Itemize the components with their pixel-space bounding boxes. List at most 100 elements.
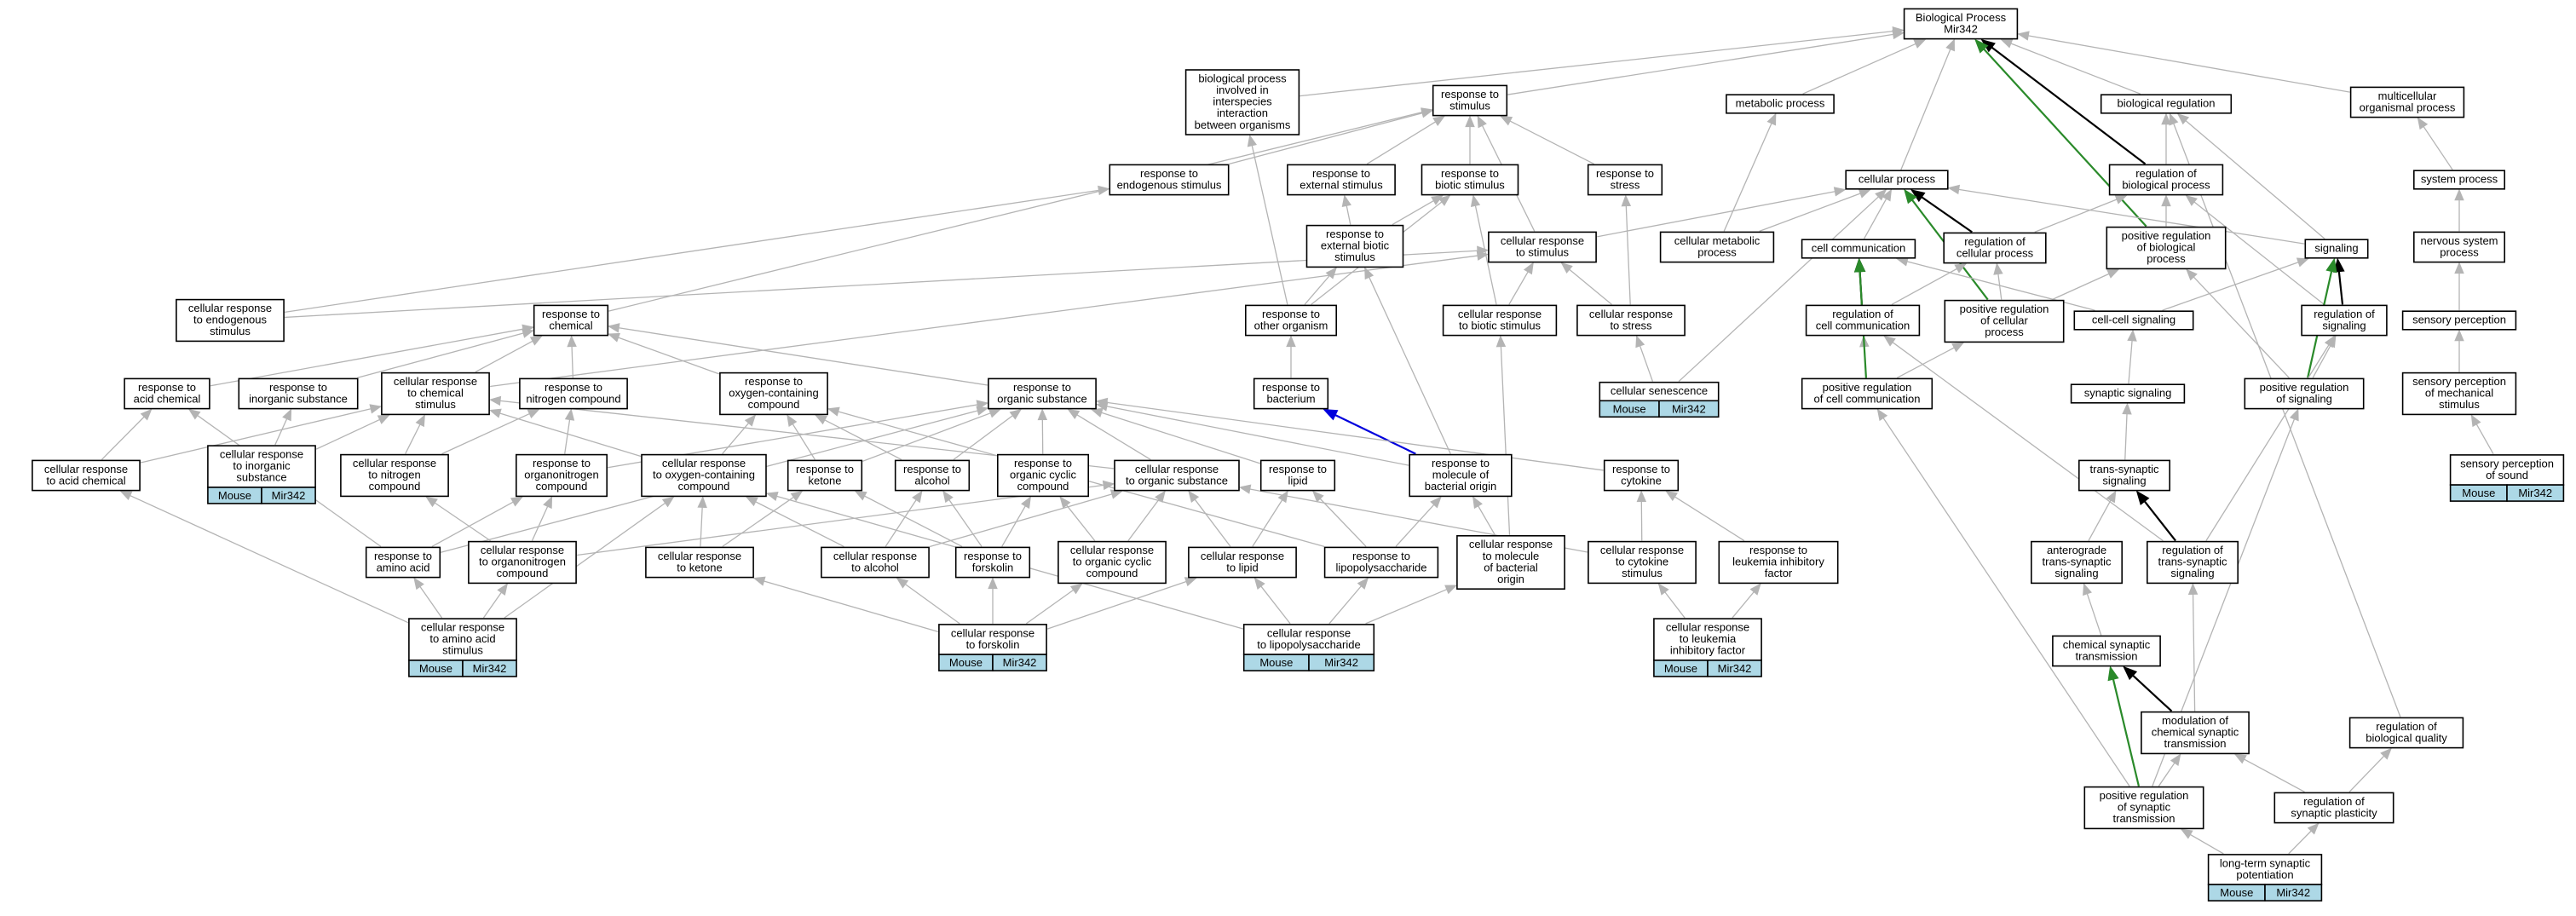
edge-line — [357, 332, 524, 379]
go-term-node[interactable]: cellular process — [1845, 170, 1949, 190]
term-label-line: response to — [533, 457, 591, 470]
term-label-line: cellular response — [220, 448, 303, 461]
term-label-line: ketone — [808, 474, 841, 487]
edge-line — [2132, 674, 2173, 712]
edge-line — [2475, 423, 2494, 455]
go-term-node[interactable]: sensory perception — [2401, 310, 2517, 331]
go-term-node[interactable]: system process — [2413, 170, 2506, 190]
go-term-node[interactable]: metabolic process — [1726, 94, 1835, 114]
edge-arrowhead — [1472, 496, 1483, 510]
term-label-line: response to — [1326, 228, 1384, 240]
edge-arrowhead — [1665, 490, 1678, 502]
term-label-line: trans-synaptic — [2158, 556, 2227, 568]
edge-is-a — [425, 496, 492, 542]
go-term-node[interactable]: synaptic signaling — [2070, 383, 2186, 404]
edge-line — [2051, 273, 2110, 301]
term-label-line: regulation of — [2162, 544, 2223, 556]
go-term-node[interactable]: cell-cell signaling — [2073, 310, 2194, 331]
term-box — [1943, 232, 2047, 264]
go-term-node[interactable]: signaling — [2304, 239, 2369, 259]
term-label-line: to forskolin — [966, 638, 1020, 651]
edge-is-a — [1732, 583, 1761, 619]
edge-arrowhead — [2307, 822, 2320, 835]
term-label-line: regulation of — [2303, 795, 2365, 808]
edge-arrowhead — [425, 496, 438, 508]
edge-is-a — [745, 496, 844, 547]
go-term-node[interactable]: biological regulation — [2100, 94, 2233, 114]
go-term-node[interactable]: cell communication — [1801, 239, 1916, 259]
